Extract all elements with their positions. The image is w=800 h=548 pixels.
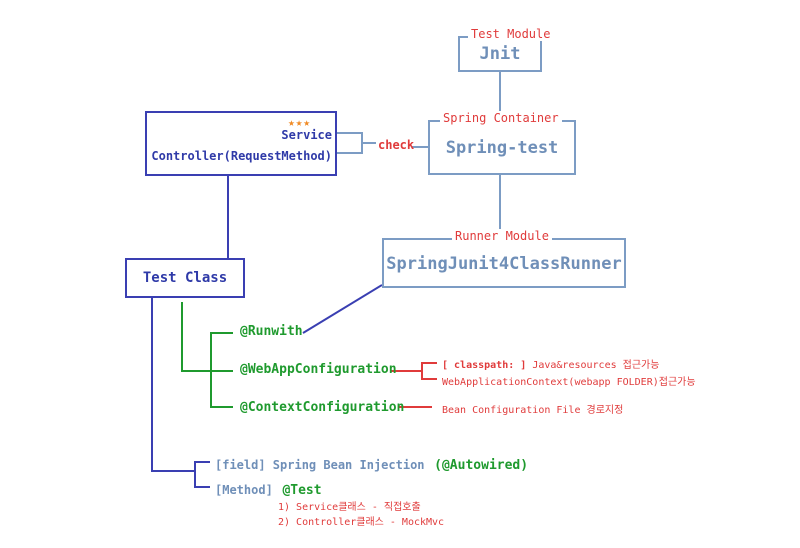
runner-module-label: Runner Module xyxy=(452,229,552,243)
controller-check-bracket xyxy=(336,132,363,154)
runwith-annotation: @Runwith xyxy=(240,324,303,339)
controller-label: Controller(RequestMethod) xyxy=(151,149,332,163)
webappconfiguration-annotation: @WebAppConfiguration xyxy=(240,362,397,377)
classpath-prefix: [ classpath: ] xyxy=(442,360,527,371)
runner-box: Runner Module SpringJunit4ClassRunner xyxy=(382,229,626,288)
webapp-note-context: WebApplicationContext(webapp FOLDER)접근가능 xyxy=(442,377,696,388)
method-note-controller: 2) Controller클래스 - MockMvc xyxy=(278,517,445,528)
service-label: Service xyxy=(281,128,332,142)
webapp-notes-bracket xyxy=(421,362,437,380)
test-class-to-annotations-connector xyxy=(181,302,210,372)
spring-test-box: Spring Container Spring-test xyxy=(428,111,576,175)
contextconfiguration-annotation: @ContextConfiguration xyxy=(240,400,405,415)
test-class-title: Test Class xyxy=(142,270,228,286)
context-note: Bean Configuration File 경로지정 xyxy=(442,405,624,416)
field-injection-label: [field] Spring Bean Injection xyxy=(215,458,425,472)
jnit-module-label: Test Module xyxy=(468,27,554,41)
field-method-bracket xyxy=(194,461,210,488)
spring-container-label: Spring Container xyxy=(440,111,562,125)
classpath-rest: Java&resources 접근가능 xyxy=(526,360,660,371)
spring-test-title: Spring-test xyxy=(445,138,559,158)
runner-title: SpringJunit4ClassRunner xyxy=(386,254,622,274)
autowired-annotation: (@Autowired) xyxy=(434,458,529,473)
jnit-box: Test Module Jnit xyxy=(458,27,554,72)
check-label: check xyxy=(378,138,415,152)
test-class-to-field-connector xyxy=(151,298,195,472)
webapp-note-classpath: [ classpath: ] Java&resources 접근가능 xyxy=(442,356,659,371)
test-class-box: Test Class xyxy=(125,258,245,298)
importance-stars-icon: ★★★ xyxy=(288,116,311,129)
controller-box: ★★★ Service Controller(RequestMethod) xyxy=(145,111,337,176)
jnit-title: Jnit xyxy=(479,44,521,64)
test-annotation: @Test xyxy=(282,483,322,498)
runner-to-runwith-connector xyxy=(302,284,383,334)
method-label: [Method] xyxy=(215,483,273,497)
method-row: [Method] @Test xyxy=(215,479,322,498)
method-note-service: 1) Service클래스 - 직접호출 xyxy=(278,502,421,513)
field-injection-row: [field] Spring Bean Injection (@Autowire… xyxy=(215,454,528,473)
